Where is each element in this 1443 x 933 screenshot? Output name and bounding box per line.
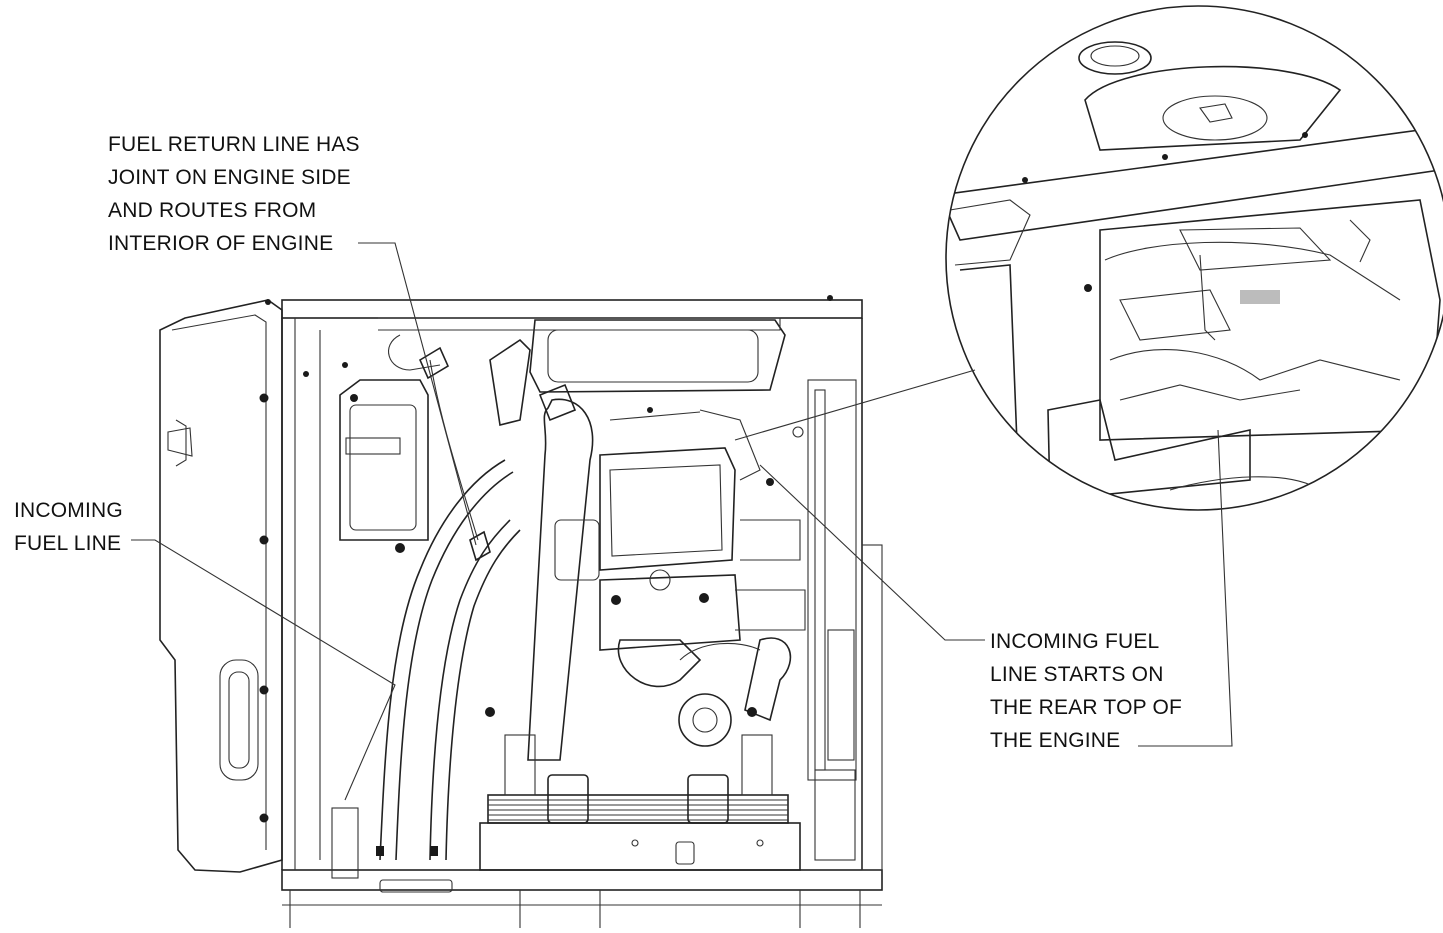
engine-frame	[265, 295, 883, 928]
callout-line: JOINT ON ENGINE SIDE	[108, 166, 351, 189]
rear-top-callout: INCOMING FUEL LINE STARTS ON THE REAR TO…	[990, 625, 1182, 757]
callout-line: THE ENGINE	[990, 729, 1121, 752]
zoom-connector-line	[734, 369, 976, 441]
callout-line: INCOMING FUEL	[990, 630, 1160, 653]
air-intake	[378, 317, 786, 426]
callout-line: FUEL RETURN LINE HAS	[108, 133, 360, 156]
fuel-return-callout: FUEL RETURN LINE HAS JOINT ON ENGINE SID…	[108, 128, 360, 260]
callout-line: AND ROUTES FROM	[108, 199, 317, 222]
leader-incoming-fuel	[131, 539, 396, 801]
callout-line: LINE STARTS ON	[990, 663, 1164, 686]
leader-rear-top	[1138, 429, 1233, 747]
detail-zoom-circle	[945, 5, 1443, 511]
callout-line: THE REAR TOP OF	[990, 696, 1183, 719]
incoming-fuel-callout: INCOMING FUEL LINE	[14, 494, 123, 560]
callout-line: INCOMING	[14, 499, 123, 522]
left-enclosure-panel	[159, 299, 283, 873]
callout-line: FUEL LINE	[14, 532, 122, 555]
callout-line: INTERIOR OF ENGINE	[108, 232, 334, 255]
leader-fuel-return	[358, 242, 477, 546]
leader-rear-top-engine	[759, 464, 985, 641]
fuel-hoses	[376, 346, 521, 861]
leader-lines	[131, 242, 1233, 801]
right-side-panel	[792, 379, 883, 871]
engine-block	[485, 407, 806, 747]
upper-hose	[388, 334, 594, 761]
radiator-core	[479, 734, 801, 871]
coolant-tank	[339, 379, 429, 553]
